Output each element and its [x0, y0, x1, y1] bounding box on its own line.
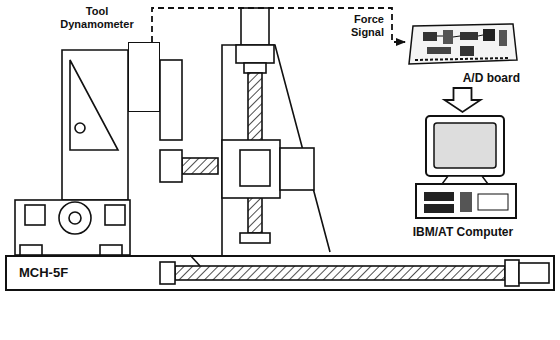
ad-board-icon — [405, 20, 520, 68]
part-label: Tool Dynamometer — [57, 5, 137, 30]
flow-arrow — [445, 88, 481, 112]
machine-base: MCH-5F — [5, 255, 555, 291]
dynamometer-block: Tool Dynamometer — [128, 42, 160, 112]
computer-icon — [396, 114, 530, 220]
device-label: IBM/AT Computer — [396, 226, 530, 240]
computer: IBM/AT Computer — [396, 114, 530, 240]
machine-label: MCH-5F — [19, 266, 68, 281]
device-label: A/D board — [405, 72, 520, 86]
signal-label: Force Signal — [326, 13, 386, 38]
ad-board: A/D board — [405, 20, 520, 86]
signal-line — [152, 8, 405, 42]
